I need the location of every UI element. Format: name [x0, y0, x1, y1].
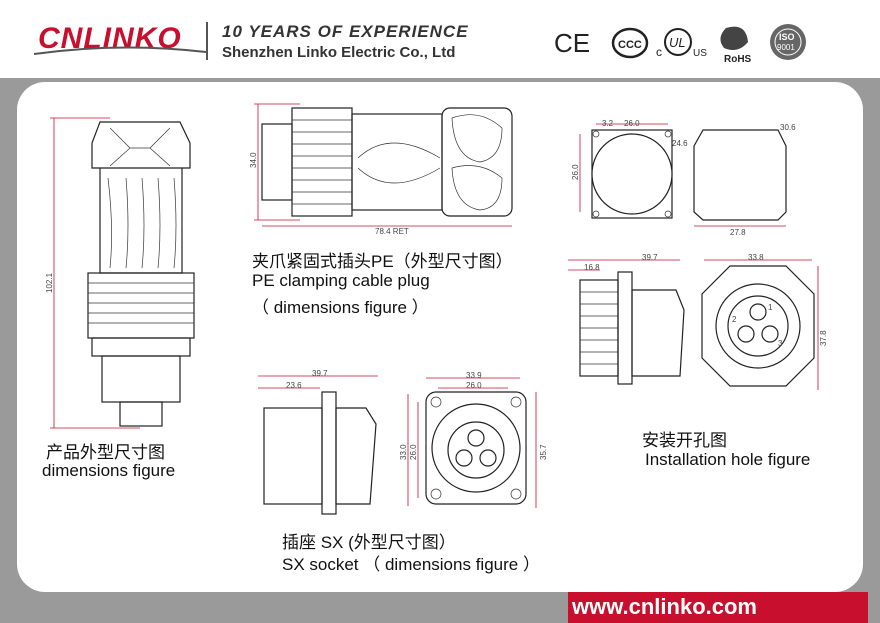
pin-1-label: 1 [768, 303, 773, 312]
vpitch-dim: 26.0 [571, 164, 580, 180]
rohs-mark: RoHS [720, 26, 752, 65]
side-depth-dim: 16.8 [584, 263, 600, 272]
front-height-dim: 37.8 [819, 330, 828, 346]
socket-right-views: 39.7 16.8 33.8 37.8 1 2 3 [568, 253, 828, 390]
plug-label-cn: 夹爪紧固式插头PE（外型尺寸图） [252, 252, 513, 271]
svg-text:UL: UL [669, 35, 686, 50]
socket-sx-views: 39.7 23.6 33.9 26.0 33.0 26.0 35.7 [258, 369, 548, 515]
website-link[interactable]: www.cnlinko.com [572, 594, 757, 619]
logo-swoosh [33, 46, 207, 55]
socket-h1-dim: 33.0 [399, 444, 408, 460]
socket-h2-dim: 26.0 [409, 444, 418, 460]
plug-label-en2: （ dimensions figure ） [252, 298, 429, 317]
us-mark: US [693, 48, 707, 59]
socket-label-cn: 插座 SX (外型尺寸图） [282, 533, 456, 552]
side-width-dim: 39.7 [642, 253, 658, 262]
socket-depth-dim: 23.6 [286, 381, 302, 390]
hole-label-cn: 安装开孔图 [642, 431, 727, 450]
front-top-dim: 33.8 [748, 253, 764, 262]
brand-logo: CNLINKO [38, 22, 182, 55]
ce-mark: CE [554, 28, 590, 58]
pin-3-label: 3 [778, 339, 783, 348]
socket-label-en: SX socket （ dimensions figure ） [282, 555, 540, 574]
iso-mark: ISO 9001 [770, 24, 806, 60]
hole-dia-dim: 3.2 [602, 119, 614, 128]
tagline: 10 YEARS OF EXPERIENCE [222, 22, 469, 41]
c-mark: c [656, 45, 662, 59]
height-dim: 102.1 [45, 272, 54, 293]
svg-text:9001: 9001 [777, 43, 795, 52]
svg-text:ISO: ISO [779, 32, 795, 42]
plug-length-dim: 78.4 RET [375, 227, 409, 236]
product-side-view: 102.1 [45, 117, 195, 429]
cutout-dia-dim: 30.6 [780, 123, 796, 132]
hole-views: 26.0 3.2 24.6 26.0 30.6 27.8 [571, 119, 796, 237]
product-label-cn: 产品外型尺寸图 [46, 443, 165, 462]
pin-2-label: 2 [732, 315, 737, 324]
footer-bar [568, 592, 868, 623]
ccc-mark: CCC [611, 27, 649, 59]
svg-text:RoHS: RoHS [724, 54, 752, 65]
svg-text:CCC: CCC [618, 39, 642, 51]
plug-height-dim: 34.0 [249, 152, 258, 168]
inner-dia-dim: 24.6 [672, 139, 688, 148]
plug-label-en: PE clamping cable plug [252, 271, 430, 290]
socket-top2-dim: 26.0 [466, 381, 482, 390]
header-divider [206, 22, 208, 60]
cutout-width-dim: 27.8 [730, 228, 746, 237]
company-name: Shenzhen Linko Electric Co., Ltd [222, 44, 456, 61]
hole-label-en: Installation hole figure [645, 450, 811, 469]
product-label-en: dimensions figure [42, 461, 176, 480]
plug-view: 34.0 78.4 RET [249, 103, 513, 236]
drawing-panel [17, 82, 863, 592]
socket-h3-dim: 35.7 [539, 444, 548, 460]
socket-top1-dim: 33.9 [466, 371, 482, 380]
page-header: CNLINKO 10 YEARS OF EXPERIENCE Shenzhen … [0, 0, 880, 78]
ul-mark: UL [664, 28, 692, 56]
pitch-dim: 26.0 [624, 119, 640, 128]
socket-width-dim: 39.7 [312, 369, 328, 378]
certification-marks: CE CCC c UL US RoHS ISO 9001 [554, 24, 806, 65]
